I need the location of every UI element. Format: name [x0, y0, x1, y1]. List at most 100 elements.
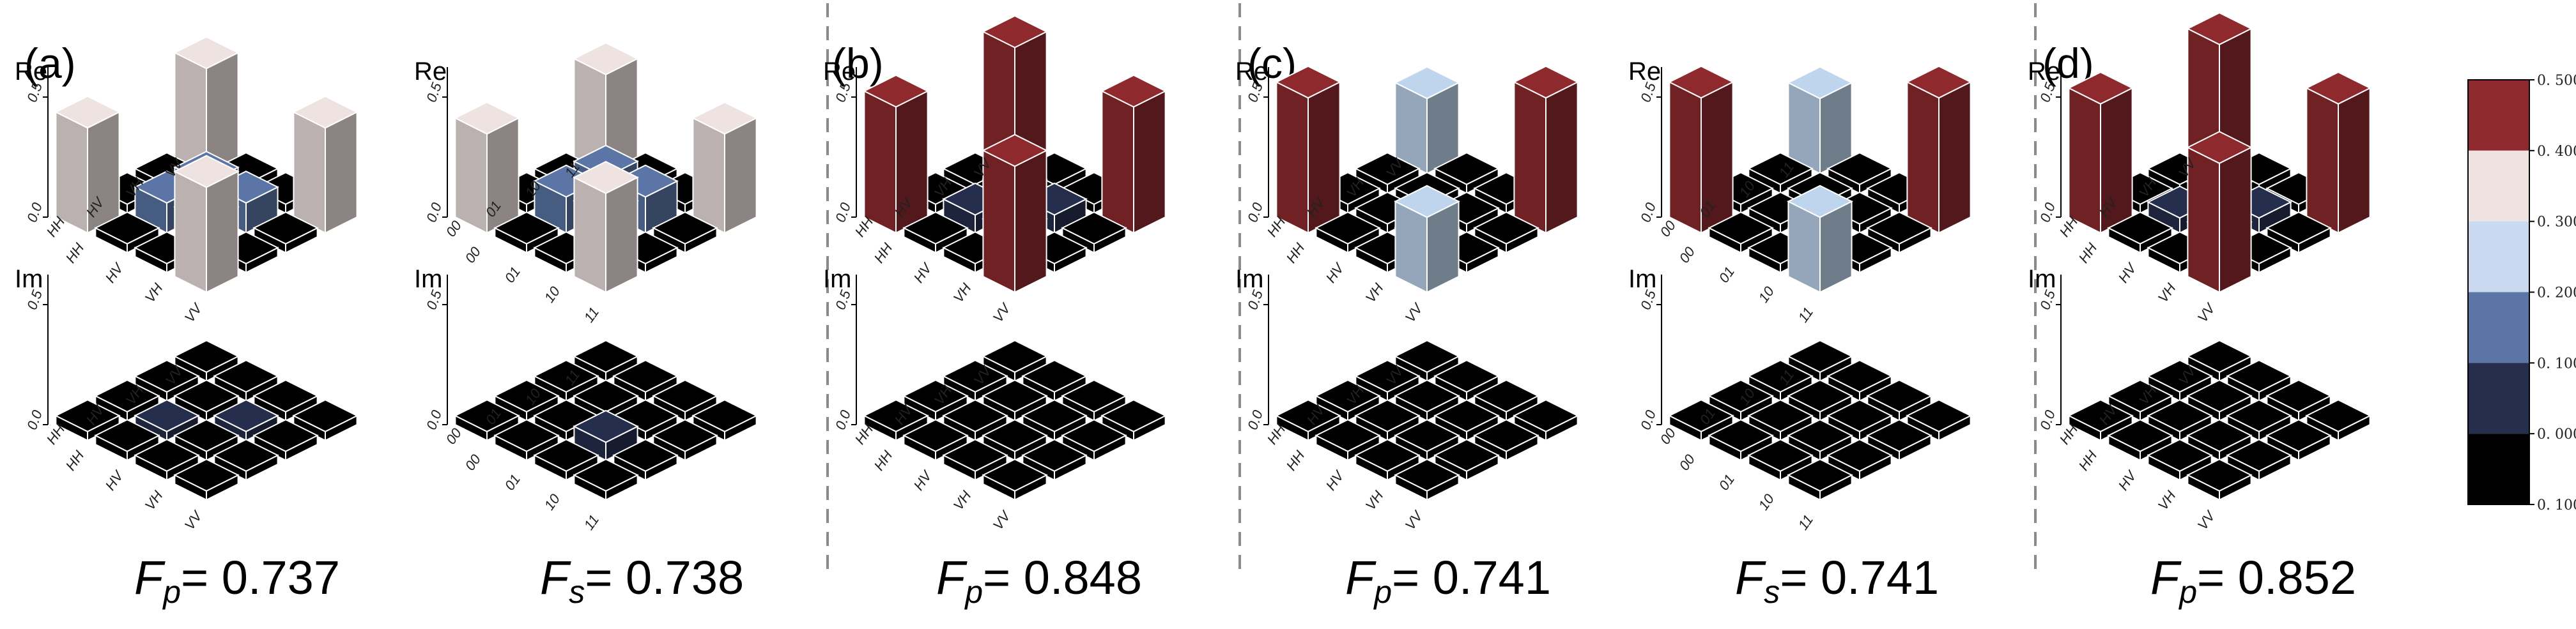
bar-2-3	[652, 211, 718, 254]
colorbar-tick-label-1: 0. 4000	[2537, 144, 2576, 160]
fidelity-label-5: Fs= 0.741	[1735, 551, 1939, 610]
bar-0-2	[1747, 439, 1814, 481]
bar-0-0	[1275, 399, 1341, 442]
bar-0-0	[454, 101, 520, 234]
z-axis-label: Im	[1235, 265, 1263, 293]
bar-3-3	[1513, 65, 1579, 234]
panel-label-d: (d)	[2042, 40, 2094, 87]
bar-0-3	[173, 155, 240, 294]
bar-3-3	[1906, 399, 1972, 442]
bar-2-0	[942, 360, 1008, 402]
bar-0-3	[1394, 185, 1460, 294]
bar-0-0	[1668, 65, 1734, 234]
z-axis-label: Re	[15, 57, 47, 86]
bar-3-0	[1394, 66, 1460, 175]
bar-0-1	[2107, 211, 2173, 254]
z-axis-label: Re	[1235, 57, 1268, 86]
bar-0-3	[982, 133, 1048, 294]
bar-0-0	[54, 399, 121, 442]
bar-3-3	[2305, 71, 2372, 234]
bar-2-2	[1826, 399, 1893, 442]
colorbar-tick-label-5: 0. 000	[2537, 427, 2576, 443]
fidelity-label-3: Fp= 0.848	[936, 551, 1142, 610]
bar-0-2	[942, 439, 1008, 481]
bar-3-1	[213, 360, 279, 402]
bar-3-0	[2186, 340, 2253, 383]
bar-3-0	[1787, 340, 1853, 383]
bar-1-0	[1708, 379, 1774, 422]
bar-0-1	[902, 211, 969, 254]
z-axis-label: Im	[823, 265, 851, 293]
bar-0-1	[2107, 419, 2173, 462]
bar-2-1	[2186, 379, 2253, 422]
bar-2-1	[1787, 379, 1853, 422]
bar-0-1	[902, 419, 969, 462]
fidelity-label-4: Fp= 0.741	[1345, 551, 1551, 610]
colorbar-band-5	[2468, 434, 2529, 504]
bar-3-3	[691, 101, 758, 234]
bar-0-1	[493, 419, 560, 462]
bar-0-0	[863, 74, 929, 234]
z-axis-label: Im	[15, 265, 43, 293]
bar-2-3	[1866, 211, 1932, 254]
bar-2-3	[2265, 211, 2332, 254]
bar-0-3	[573, 160, 639, 294]
bar-3-0	[1394, 340, 1460, 383]
colorbar-band-4	[2468, 363, 2529, 434]
bar-2-3	[1061, 211, 1127, 254]
bar-3-1	[1021, 360, 1088, 402]
bar-1-3	[612, 439, 679, 481]
colorbar-tick-label-3: 0. 2000	[2537, 285, 2576, 301]
bar-3-2	[1473, 379, 1539, 422]
bar-0-2	[2147, 439, 2213, 481]
bar-0-2	[1354, 439, 1421, 481]
colorbar-tick-label-2: 0. 3000	[2537, 215, 2576, 231]
bar-2-3	[252, 211, 319, 254]
bar-3-2	[252, 379, 319, 422]
z-axis-label: Im	[2028, 265, 2056, 293]
fidelity-label-1: Fp= 0.737	[134, 551, 340, 610]
bar-2-2	[1433, 399, 1500, 442]
colorbar-band-2	[2468, 221, 2529, 292]
bar-1-1	[2147, 399, 2213, 442]
z-axis-label: Re	[414, 57, 447, 86]
bar-3-3	[2305, 399, 2372, 442]
panel-label-b: (b)	[832, 40, 884, 87]
bar-1-3	[1021, 439, 1088, 481]
bar-0-0	[1668, 399, 1734, 442]
bar-0-3	[573, 458, 639, 501]
bar-3-2	[1061, 379, 1127, 422]
bar-0-1	[94, 419, 160, 462]
bar-2-3	[1473, 211, 1539, 254]
fidelity-label-6: Fp= 0.852	[2150, 551, 2356, 610]
bar-3-3	[1100, 74, 1167, 234]
bar-3-3	[691, 399, 758, 442]
bar-2-3	[1473, 419, 1539, 462]
bar-0-3	[982, 458, 1048, 501]
bar-1-2	[2186, 419, 2253, 462]
z-axis-label: Re	[823, 57, 856, 86]
bar-0-1	[493, 211, 560, 254]
bar-1-3	[1433, 439, 1500, 481]
bar-0-3	[1787, 458, 1853, 501]
colorbar-band-3	[2468, 292, 2529, 363]
bar-3-0	[573, 340, 639, 383]
bar-3-1	[1433, 152, 1500, 195]
bar-0-3	[1394, 458, 1460, 501]
bar-1-3	[213, 439, 279, 481]
bar-0-3	[1787, 185, 1853, 294]
colorbar-band-0	[2468, 80, 2529, 151]
bar-1-3	[2226, 439, 2292, 481]
bar-2-0	[1354, 360, 1421, 402]
bar-1-1	[1354, 399, 1421, 442]
